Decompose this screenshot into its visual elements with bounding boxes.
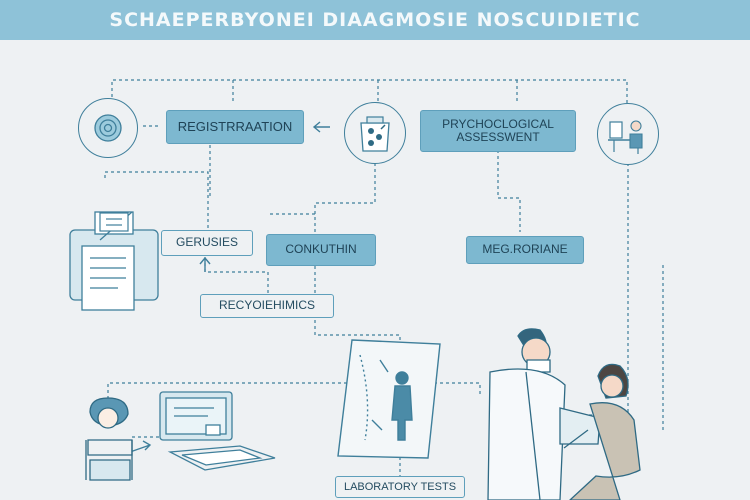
page-title: SCHAEPERBYONEI DIAAGMOSIE NOSCUIDIETIC xyxy=(109,9,641,31)
header-banner: SCHAEPERBYONEI DIAAGMOSIE NOSCUIDIETIC xyxy=(0,0,750,40)
doctor-desk-icon xyxy=(597,103,659,165)
gerusies-box: GERUSIES xyxy=(161,230,253,256)
registration-label: REGISTRRAATION xyxy=(177,118,293,134)
recyoiehimics-label: RECYOIEHIMICS xyxy=(218,298,315,313)
laboratory-tests-label: LABORATORY TESTS xyxy=(343,480,457,493)
recyoiehimics-box: RECYOIEHIMICS xyxy=(200,294,334,318)
meg-roriane-label: MEG.RORIANE xyxy=(482,242,568,257)
medical-kit-icon xyxy=(344,102,406,164)
person-at-desk-illustration xyxy=(85,397,133,481)
laboratory-tests-box: LABORATORY TESTS xyxy=(335,476,465,498)
fingerprint-icon xyxy=(78,98,138,158)
registration-box: REGISTRRAATION xyxy=(166,110,304,144)
conkuthin-label: CONKUTHIN xyxy=(285,242,357,257)
connector-top-loop xyxy=(111,79,628,103)
psychological-assessment-box: PRYCHOCLOGICAL ASSESSWENT xyxy=(420,110,576,152)
doctor-patient-illustration xyxy=(487,328,641,500)
arrow-left xyxy=(312,121,330,133)
tablet-illustration xyxy=(337,339,441,459)
gerusies-label: GERUSIES xyxy=(175,235,238,250)
computer-illustration xyxy=(159,391,276,471)
psychological-assessment-label: PRYCHOCLOGICAL ASSESSWENT xyxy=(442,116,554,144)
meg-roriane-box: MEG.RORIANE xyxy=(466,236,584,264)
conkuthin-box: CONKUTHIN xyxy=(266,234,376,266)
